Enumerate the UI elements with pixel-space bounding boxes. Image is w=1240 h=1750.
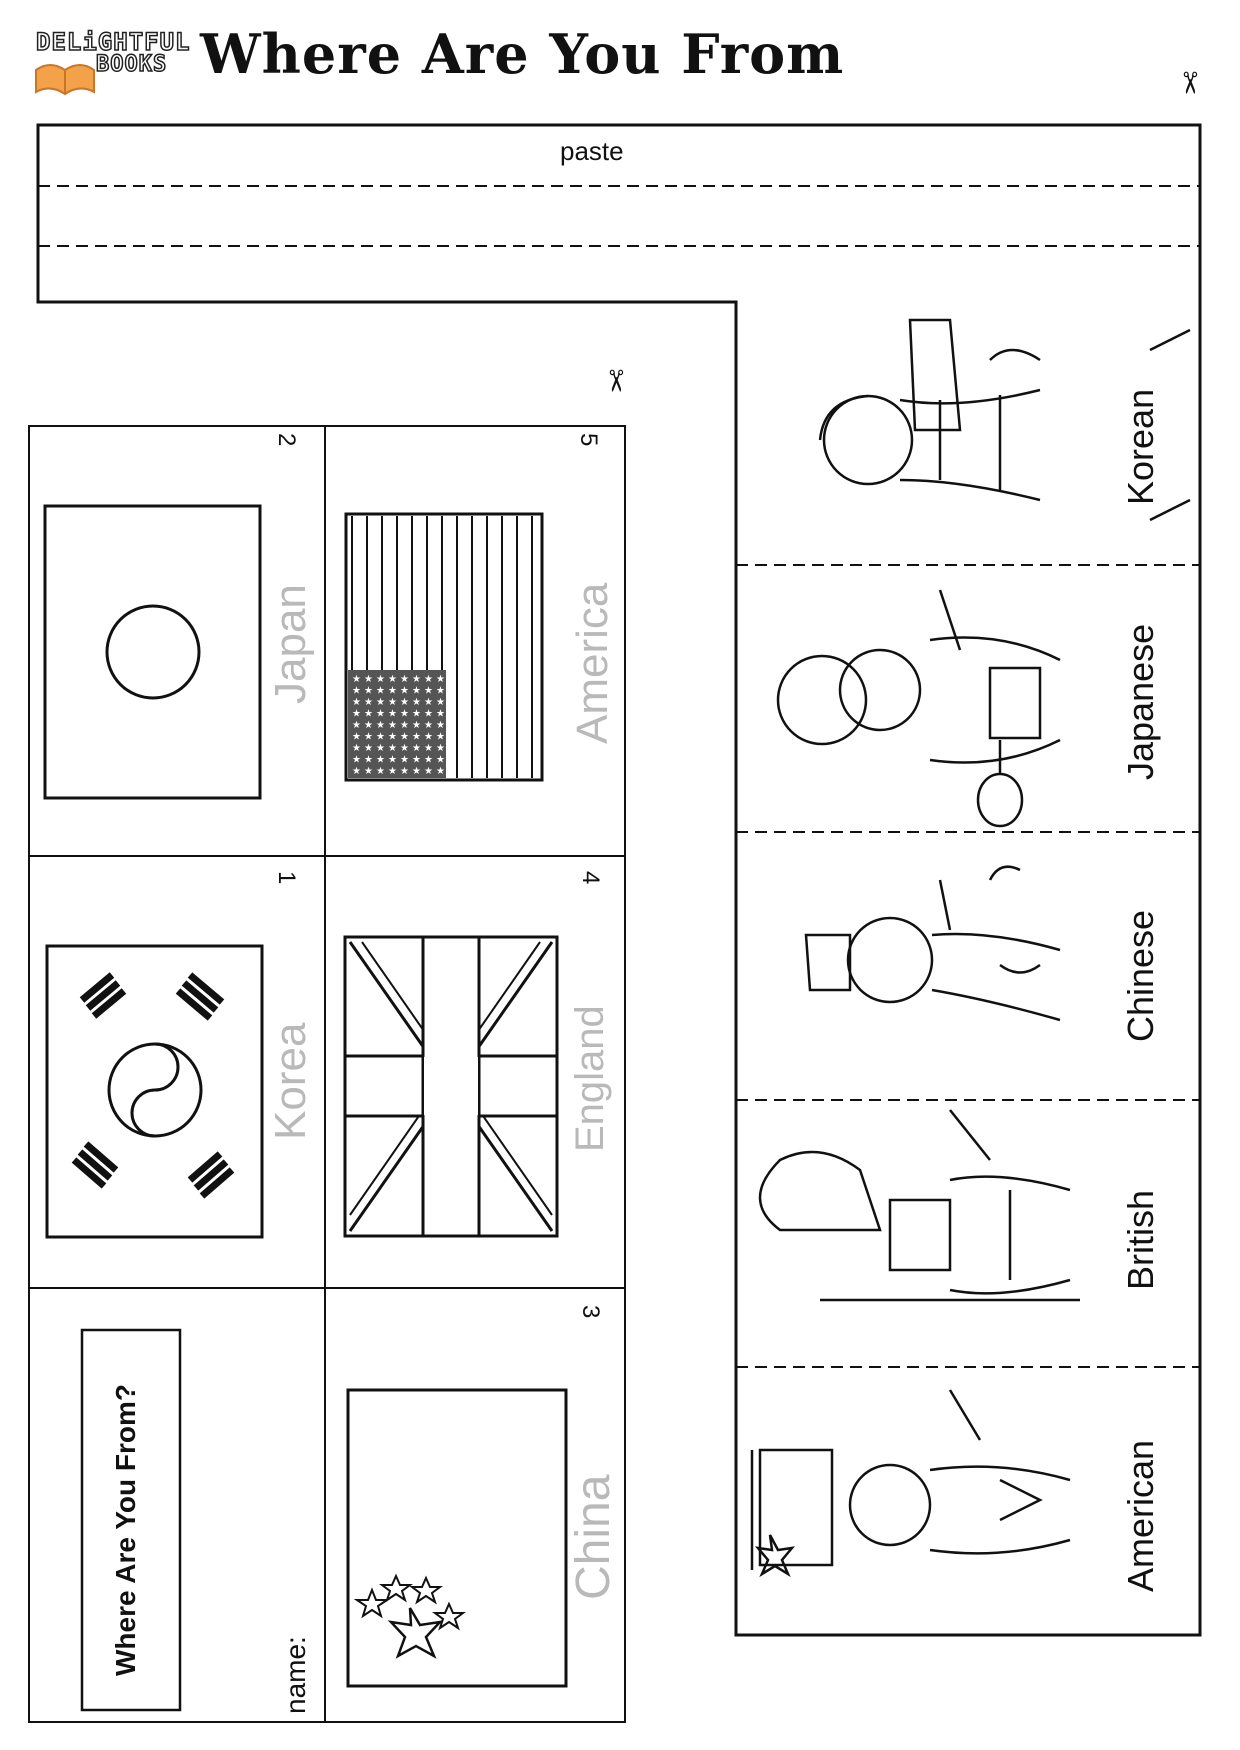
cover-title-frame xyxy=(80,1328,182,1712)
flag-star: ★ xyxy=(364,697,373,708)
flag-star: ★ xyxy=(412,674,421,685)
flag-star: ★ xyxy=(400,755,409,766)
flag-star: ★ xyxy=(376,720,385,731)
japanese-figure xyxy=(776,589,1061,828)
flag-star: ★ xyxy=(412,686,421,697)
flag-star: ★ xyxy=(412,697,421,708)
america-flag-stripes xyxy=(351,516,533,778)
flag-star: ★ xyxy=(424,674,433,685)
flag-star: ★ xyxy=(376,766,385,777)
flag-star: ★ xyxy=(424,743,433,754)
flag-star: ★ xyxy=(364,686,373,697)
korean-figure xyxy=(818,318,1191,522)
flag-star: ★ xyxy=(436,755,445,766)
paste-label: paste xyxy=(560,136,624,166)
flag-star: ★ xyxy=(412,709,421,720)
flag-star: ★ xyxy=(436,732,445,743)
flag-star: ★ xyxy=(400,674,409,685)
flag-star: ★ xyxy=(388,709,397,720)
figure-label-japanese: Japanese xyxy=(1120,623,1161,780)
flag-star: ★ xyxy=(412,755,421,766)
flag-star: ★ xyxy=(424,686,433,697)
flag-star: ★ xyxy=(388,686,397,697)
flag-star: ★ xyxy=(376,755,385,766)
flag-star: ★ xyxy=(400,732,409,743)
american-figure xyxy=(750,1389,1071,1578)
flag-star: ★ xyxy=(364,755,373,766)
flag-star: ★ xyxy=(424,697,433,708)
flag-star: ★ xyxy=(352,732,361,743)
flag-star: ★ xyxy=(376,732,385,743)
korea-flag xyxy=(45,944,264,1239)
flag-star: ★ xyxy=(412,720,421,731)
flag-star: ★ xyxy=(424,709,433,720)
flag-star: ★ xyxy=(424,755,433,766)
brand-line-1: DELiGHTFUL xyxy=(35,27,191,57)
flag-star: ★ xyxy=(388,697,397,708)
flag-star: ★ xyxy=(388,720,397,731)
flag-card-china xyxy=(324,1287,626,1723)
flag-star: ★ xyxy=(352,697,361,708)
brand-line-2: BOOKS xyxy=(95,51,168,78)
flag-star: ★ xyxy=(388,743,397,754)
flag-star: ★ xyxy=(352,755,361,766)
british-figure xyxy=(758,1109,1080,1302)
flag-star: ★ xyxy=(436,686,445,697)
chinese-figure xyxy=(804,865,1061,1022)
flag-star: ★ xyxy=(400,743,409,754)
flag-star: ★ xyxy=(352,766,361,777)
flag-star: ★ xyxy=(364,674,373,685)
flag-star: ★ xyxy=(436,743,445,754)
flag-star: ★ xyxy=(364,743,373,754)
flag-star: ★ xyxy=(436,697,445,708)
america-flag-stars: ★★★★★★★★★★★★★★★★★★★★★★★★★★★★★★★★★★★★★★★★… xyxy=(352,674,445,777)
figure-label-british: British xyxy=(1120,1189,1161,1290)
flag-star: ★ xyxy=(364,709,373,720)
flag-star: ★ xyxy=(388,674,397,685)
flag-star: ★ xyxy=(352,686,361,697)
flag-star: ★ xyxy=(376,709,385,720)
flag-star: ★ xyxy=(400,697,409,708)
japan-flag xyxy=(43,504,262,800)
figure-label-chinese: Chinese xyxy=(1120,909,1161,1042)
flag-star: ★ xyxy=(388,755,397,766)
flag-star: ★ xyxy=(424,766,433,777)
book-icon xyxy=(35,64,95,96)
flag-star: ★ xyxy=(376,674,385,685)
flag-star: ★ xyxy=(424,720,433,731)
flag-star: ★ xyxy=(436,766,445,777)
america-flag-canton xyxy=(348,670,446,778)
figure-label-korean: Korean xyxy=(1120,388,1161,505)
flag-star: ★ xyxy=(412,732,421,743)
flag-star: ★ xyxy=(364,720,373,731)
flag-star: ★ xyxy=(424,732,433,743)
flag-star: ★ xyxy=(388,766,397,777)
flag-star: ★ xyxy=(364,766,373,777)
flag-star: ★ xyxy=(376,743,385,754)
flag-star: ★ xyxy=(376,686,385,697)
flag-star: ★ xyxy=(352,709,361,720)
flag-star: ★ xyxy=(352,674,361,685)
england-flag xyxy=(343,935,559,1238)
flag-star: ★ xyxy=(400,686,409,697)
figure-label-american: American xyxy=(1120,1439,1161,1592)
flag-star: ★ xyxy=(352,720,361,731)
china-flag xyxy=(346,1388,568,1688)
flag-star: ★ xyxy=(412,743,421,754)
flag-star: ★ xyxy=(436,709,445,720)
flag-star: ★ xyxy=(436,720,445,731)
flag-star: ★ xyxy=(376,697,385,708)
flag-star: ★ xyxy=(388,732,397,743)
flag-star: ★ xyxy=(352,743,361,754)
flag-star: ★ xyxy=(400,720,409,731)
flag-star: ★ xyxy=(364,732,373,743)
flag-star: ★ xyxy=(400,709,409,720)
flag-star: ★ xyxy=(400,766,409,777)
flag-star: ★ xyxy=(436,674,445,685)
page-title: Where Are You From xyxy=(200,22,845,86)
flag-star: ★ xyxy=(412,766,421,777)
